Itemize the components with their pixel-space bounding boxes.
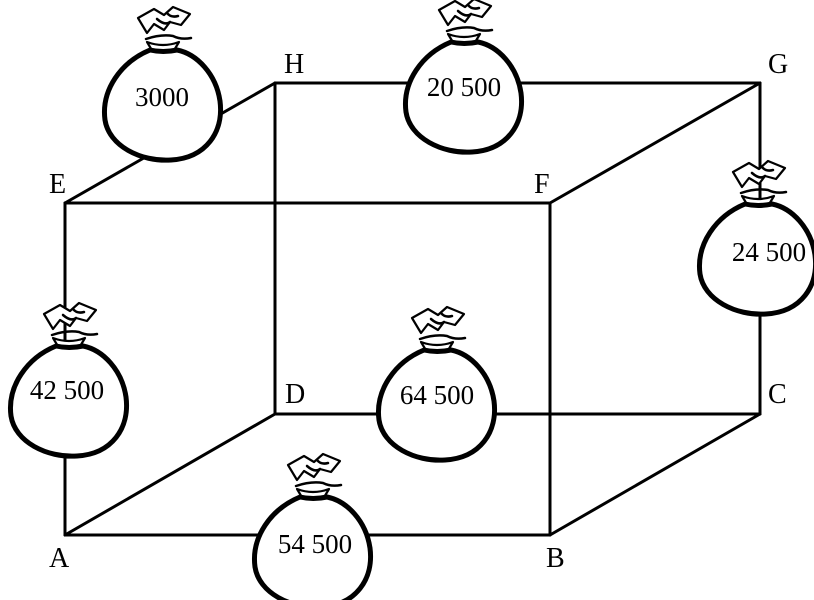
bag-value-a-e: 42 500 — [30, 375, 104, 405]
money-bags: 3000 20 500 24 500 42 500 64 500 54 500 — [10, 0, 814, 600]
edge-b-c — [548, 412, 762, 537]
vertex-label-d: D — [285, 379, 305, 410]
edge-f-g — [548, 81, 762, 205]
vertex-labels: A B C D E F G H — [49, 49, 788, 574]
vertex-label-g: G — [768, 49, 788, 80]
bag-value-d-c: 64 500 — [400, 380, 474, 410]
money-bag-h-g: 20 500 — [405, 0, 521, 152]
vertex-label-h: H — [284, 49, 304, 80]
vertex-label-e: E — [49, 169, 66, 200]
bag-value-a-b: 54 500 — [278, 529, 352, 559]
vertex-label-a: A — [49, 543, 70, 574]
bag-value-g-c: 24 500 — [732, 237, 806, 267]
money-bag-d-c: 64 500 — [378, 307, 494, 460]
money-bag-g-c: 24 500 — [699, 161, 814, 314]
bag-value-h-g: 20 500 — [427, 72, 501, 102]
money-bag-a-b: 54 500 — [254, 454, 370, 600]
vertex-label-b: B — [546, 543, 565, 574]
edge-d-a — [63, 412, 277, 537]
money-bag-icon — [254, 454, 370, 600]
vertex-label-c: C — [768, 379, 787, 410]
money-bag-a-e: 42 500 — [10, 303, 126, 456]
money-bag-h-e: 3000 — [104, 7, 220, 160]
bag-value-h-e: 3000 — [135, 82, 189, 112]
vertex-label-f: F — [534, 169, 550, 200]
